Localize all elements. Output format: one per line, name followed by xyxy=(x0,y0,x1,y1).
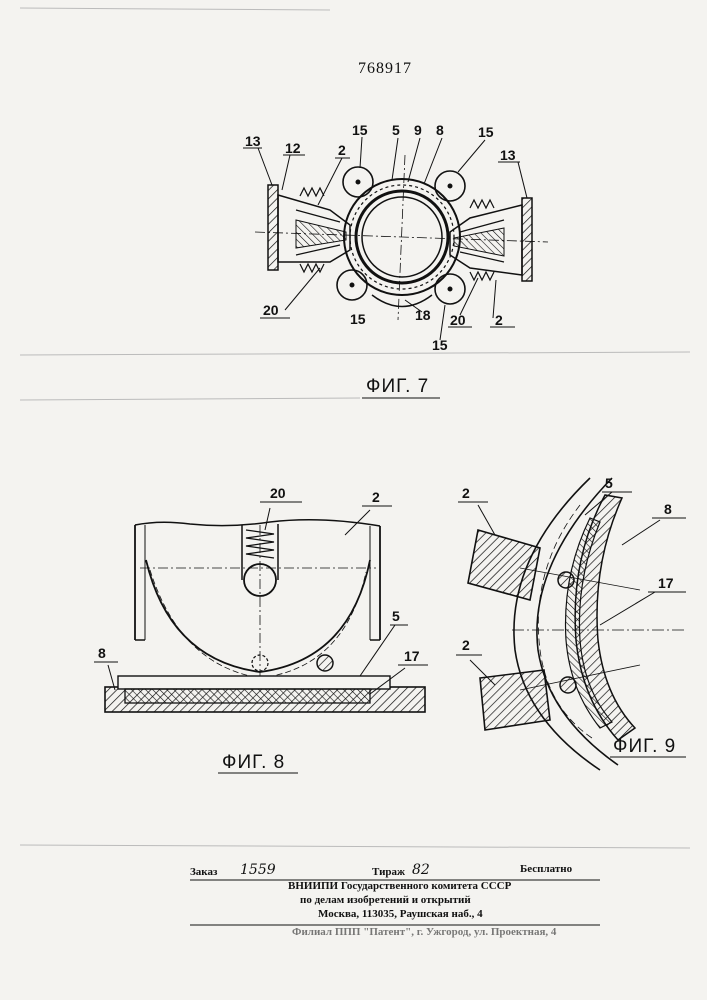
fig7-label-15-top-right: 15 xyxy=(478,124,494,140)
figure-8 xyxy=(94,502,428,712)
print-run: 82 xyxy=(412,862,430,878)
fig7-label-12: 12 xyxy=(285,140,301,156)
fig7-label-5: 5 xyxy=(392,122,400,138)
colophon-line-1: ВНИИПИ Государственного комитета СССР xyxy=(288,880,511,892)
fig8-label-5: 5 xyxy=(392,608,400,624)
order-label: Заказ xyxy=(190,866,217,878)
fig7-label-20-right: 20 xyxy=(450,312,466,328)
price: Бесплатно xyxy=(520,863,572,875)
order-number: 1559 xyxy=(240,862,276,878)
fig7-label-15-top-left: 15 xyxy=(352,122,368,138)
fig9-label-2-top: 2 xyxy=(462,485,470,501)
fig8-label-2: 2 xyxy=(372,489,380,505)
fig7-label-18: 18 xyxy=(415,307,431,323)
fig7-caption: ФИГ. 7 xyxy=(366,376,429,397)
fig7-label-2-bottom: 2 xyxy=(495,312,503,328)
plate-13-right xyxy=(522,198,532,281)
figure-9 xyxy=(456,478,686,770)
plate-13-left xyxy=(268,185,278,270)
fig7-label-13-right: 13 xyxy=(500,147,516,163)
fig7-label-15-bottom-left: 15 xyxy=(350,311,366,327)
fig7-label-15-bottom: 15 xyxy=(432,337,448,353)
fig9-label-17: 17 xyxy=(658,575,674,591)
fig8-caption: ФИГ. 8 xyxy=(222,752,285,773)
fig7-label-2-top: 2 xyxy=(338,142,346,158)
fig8-label-8: 8 xyxy=(98,645,106,661)
fig9-label-5: 5 xyxy=(605,475,613,491)
fig7-label-20-left: 20 xyxy=(263,302,279,318)
fig9-label-2-bottom: 2 xyxy=(462,637,470,653)
figure-7 xyxy=(243,137,548,340)
colophon-line-4: Филиал ППП "Патент", г. Ужгород, ул. Про… xyxy=(292,926,556,938)
fig8-label-17: 17 xyxy=(404,648,420,664)
figure-7-labels: 13 12 2 15 5 9 8 15 13 20 15 18 20 2 15 … xyxy=(245,122,516,398)
print-run-label: Тираж xyxy=(372,866,405,878)
fig8-label-20: 20 xyxy=(270,485,286,501)
fig7-label-9: 9 xyxy=(414,122,422,138)
fig7-label-13-left: 13 xyxy=(245,133,261,149)
colophon-line-3: Москва, 113035, Раушская наб., 4 xyxy=(318,908,483,920)
figure-8-labels: 20 2 8 5 17 ФИГ. 8 xyxy=(98,485,420,773)
colophon-line-2: по делам изобретений и открытий xyxy=(300,894,471,906)
fig9-label-8: 8 xyxy=(664,501,672,517)
fig9-caption: ФИГ. 9 xyxy=(613,736,676,757)
fig7-label-8: 8 xyxy=(436,122,444,138)
